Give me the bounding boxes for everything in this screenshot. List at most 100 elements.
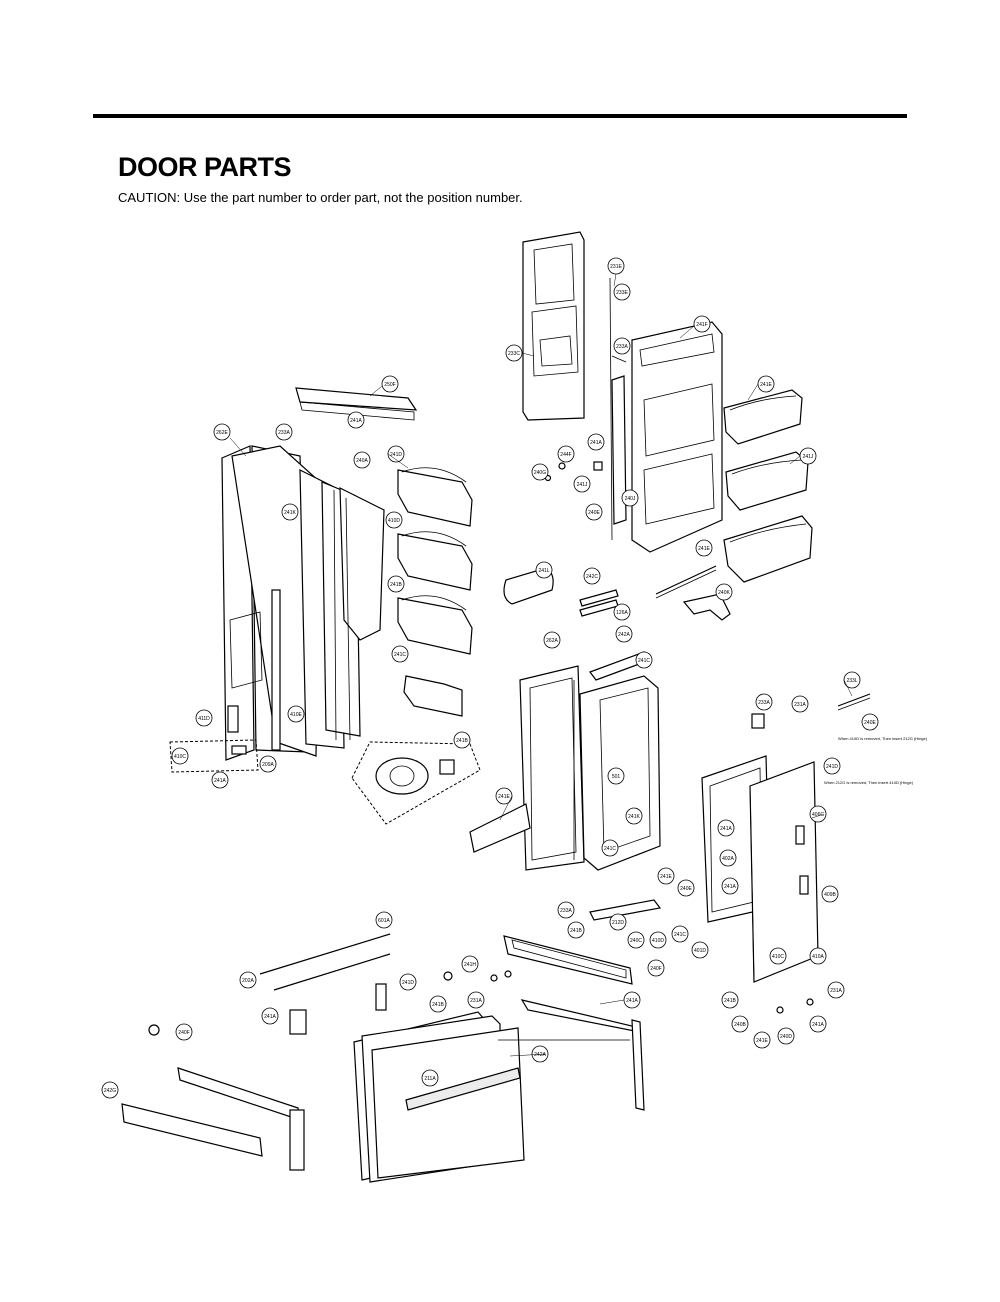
hinge-note-1: When 410D is removed, Then insert 212G (…	[838, 736, 928, 741]
callout-label: 241C	[391, 645, 409, 663]
callout-label: 501	[607, 767, 625, 785]
svg-text:241K: 241K	[628, 814, 640, 820]
callout-label: 231E	[607, 257, 625, 275]
callout-label: 601A	[375, 911, 393, 929]
callout-label: 241A	[347, 411, 365, 429]
callout-label: 233A	[275, 423, 293, 441]
callout-label: 241B	[429, 995, 447, 1013]
callout-label: 411D	[195, 709, 213, 727]
svg-text:241A: 241A	[812, 1022, 824, 1028]
svg-text:231A: 231A	[794, 702, 806, 708]
svg-text:231A: 231A	[470, 998, 482, 1004]
callout-label: 241E	[757, 375, 775, 393]
svg-text:411D: 411D	[198, 716, 210, 722]
callout-label: 410C	[171, 747, 189, 765]
callout-label: 233E	[613, 283, 631, 301]
callout-label: 241E	[695, 539, 713, 557]
callout-label: 231A	[467, 991, 485, 1009]
callout-label: 240C	[627, 931, 645, 949]
left-hardware	[169, 705, 259, 773]
callout-label: 209A	[259, 755, 277, 773]
callout-label: 240K	[715, 583, 733, 601]
callout-label: 241B	[721, 991, 739, 1009]
lower-left-parts	[121, 933, 391, 1171]
svg-text:241E: 241E	[660, 874, 672, 880]
svg-text:241C: 241C	[394, 652, 406, 658]
svg-text:212D: 212D	[612, 920, 624, 926]
callout-label: 233C	[505, 344, 523, 362]
caution-note: CAUTION: Use the part number to order pa…	[118, 190, 523, 205]
freezer-door	[353, 999, 645, 1183]
callout-label: 241A	[261, 1007, 279, 1025]
callout-label: 240A	[353, 451, 371, 469]
callout-label: 231A	[827, 981, 845, 999]
door-liner-top	[522, 231, 613, 541]
callout-label: 241E	[495, 787, 513, 805]
callout-label: 241A	[587, 433, 605, 451]
svg-text:240D: 240D	[780, 1034, 792, 1040]
callout-label: 410D	[649, 931, 667, 949]
svg-text:241A: 241A	[214, 778, 226, 784]
callout-label: 409B	[821, 885, 839, 903]
svg-text:240E: 240E	[864, 720, 876, 726]
callout-label: 241D	[387, 445, 405, 463]
svg-text:240A: 240A	[356, 458, 368, 464]
svg-text:242A: 242A	[618, 632, 630, 638]
lower-middle-hardware	[443, 899, 814, 1014]
callout-label: 240B	[731, 1015, 749, 1033]
svg-text:240K: 240K	[718, 590, 730, 596]
svg-text:233A: 233A	[278, 430, 290, 436]
svg-text:406C: 406C	[812, 812, 824, 818]
svg-text:240C: 240C	[630, 938, 642, 944]
callout-label: 240F	[175, 1023, 193, 1041]
svg-text:244F: 244F	[560, 452, 571, 458]
callout-label: 241K	[281, 503, 299, 521]
svg-text:241A: 241A	[350, 418, 362, 424]
callout-label: 233A	[755, 693, 773, 711]
svg-text:241J: 241J	[577, 482, 588, 488]
callout-label: 250F	[381, 375, 399, 393]
callout-label: 410A	[809, 947, 827, 965]
callout-label: 401D	[691, 941, 709, 959]
svg-text:241E: 241E	[760, 382, 772, 388]
svg-text:233L: 233L	[846, 678, 857, 684]
svg-text:241A: 241A	[626, 998, 638, 1004]
svg-text:410A: 410A	[812, 954, 824, 960]
callout-label: 241A	[623, 991, 641, 1009]
svg-text:241B: 241B	[570, 928, 582, 934]
callout-label: 241A	[211, 771, 229, 789]
svg-text:410E: 410E	[290, 712, 302, 718]
svg-text:211A: 211A	[424, 1076, 436, 1082]
svg-text:241E: 241E	[498, 794, 510, 800]
hinge-notes: When 410D is removed, Then insert 212G (…	[824, 736, 928, 785]
svg-text:240G: 240G	[534, 470, 546, 476]
callout-label: 241B	[567, 921, 585, 939]
callout-label: 242A	[531, 1045, 549, 1063]
callout-label: 410D	[385, 511, 403, 529]
svg-text:241H: 241H	[464, 962, 476, 968]
svg-text:250F: 250F	[384, 382, 395, 388]
callout-label: 410E	[287, 705, 305, 723]
svg-text:241D: 241D	[402, 980, 414, 986]
svg-text:240B: 240B	[734, 1022, 746, 1028]
callout-label: 241J	[799, 447, 817, 465]
part-callouts: 231E 233E 233C 233A 241F 241E 241J 241A …	[101, 257, 879, 1099]
svg-text:202A: 202A	[242, 978, 254, 984]
callout-label: 241C	[671, 925, 689, 943]
svg-text:240F: 240F	[650, 966, 661, 972]
callout-label: 240E	[861, 713, 879, 731]
svg-text:233A: 233A	[616, 344, 628, 350]
dispenser-housing	[611, 321, 723, 553]
svg-text:241E: 241E	[756, 1038, 768, 1044]
callout-label: 241H	[461, 955, 479, 973]
svg-text:240F: 240F	[178, 1030, 189, 1036]
page-title: DOOR PARTS	[118, 152, 292, 182]
svg-text:241B: 241B	[724, 998, 736, 1004]
callout-label: 402A	[719, 849, 737, 867]
leader-lines	[229, 273, 853, 1057]
top-cap	[295, 387, 418, 421]
svg-text:241C: 241C	[638, 658, 650, 664]
callout-label: 241E	[657, 867, 675, 885]
callout-label: 262A	[543, 631, 561, 649]
